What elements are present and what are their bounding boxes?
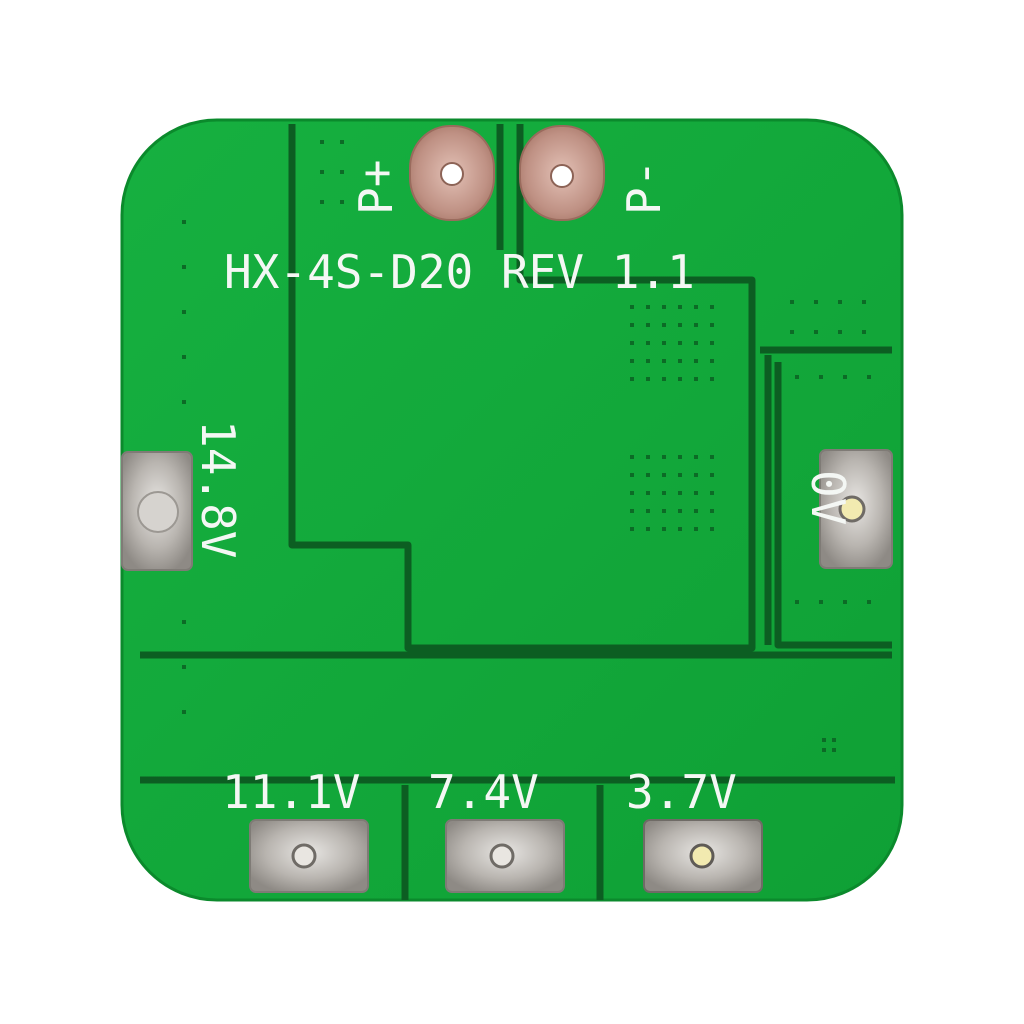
pad-14-8v <box>121 451 193 571</box>
label-14-8v: 14.8V <box>191 420 245 558</box>
label-11-1v: 11.1V <box>222 765 360 819</box>
label-7-4v: 7.4V <box>428 765 539 819</box>
pad-3-7v <box>643 819 763 893</box>
label-3-7v: 3.7V <box>626 765 737 819</box>
p-plus-pad <box>409 125 495 221</box>
p-minus-pad <box>519 125 605 221</box>
label-0v: 0V <box>801 470 855 525</box>
pad-7-4v <box>445 819 565 893</box>
label-p-plus: P+ <box>349 160 403 215</box>
via-dots <box>182 140 871 752</box>
label-p-minus: P- <box>617 160 671 215</box>
trace-isolation-gaps <box>140 124 895 900</box>
pad-11-1v <box>249 819 369 893</box>
model-label: HX-4S-D20 REV 1.1 <box>224 245 695 299</box>
pad-0v <box>819 449 893 569</box>
